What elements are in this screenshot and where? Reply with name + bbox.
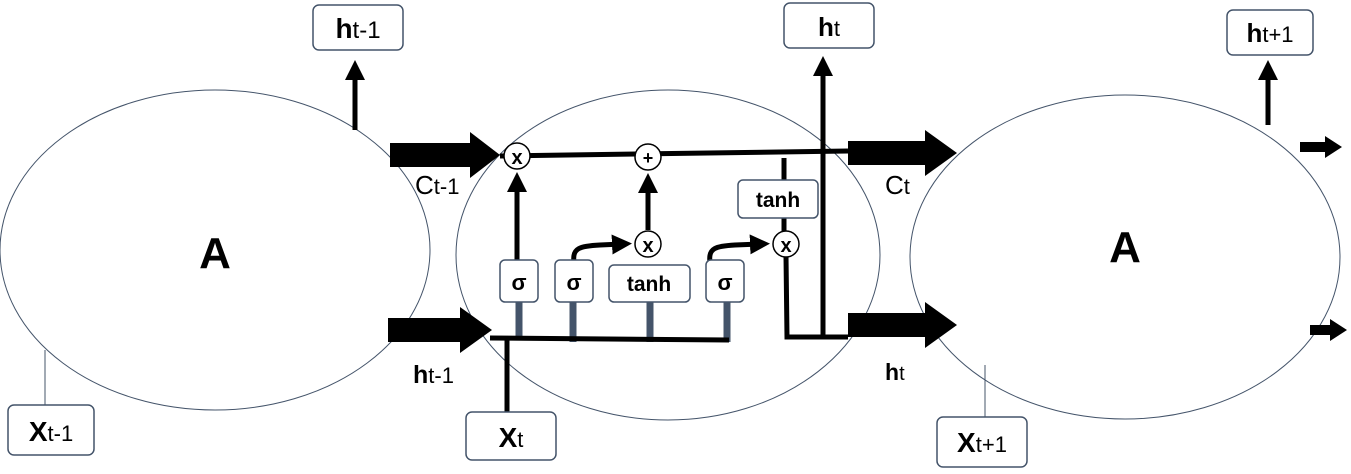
c-curr-arrow (848, 130, 957, 176)
output-prev-box: ht-1 (312, 4, 404, 51)
c-next-arrow (1300, 136, 1342, 158)
input-mult-op: x (634, 230, 662, 258)
candidate-gate: tanh (608, 264, 691, 303)
svg-text:ht-1: ht-1 (335, 13, 380, 44)
c-curr-label: Ct (885, 170, 910, 200)
output-mult-op: x (772, 230, 800, 258)
h-curr-label: ht (885, 359, 905, 385)
svg-text:tanh: tanh (627, 273, 671, 296)
svg-text:Xt-1: Xt-1 (29, 416, 73, 447)
svg-text:σ: σ (717, 270, 732, 295)
svg-text:x: x (780, 235, 791, 257)
c-prev-arrow (390, 132, 500, 178)
output-next-box: ht+1 (1226, 9, 1314, 56)
forget-mult-op: x (503, 142, 531, 170)
add-op: + (634, 143, 662, 171)
svg-text:ht: ht (818, 12, 840, 42)
input-prev-box: Xt-1 (7, 404, 95, 456)
svg-text:ht+1: ht+1 (1246, 18, 1293, 48)
h-out-line (783, 255, 848, 340)
cell-prev-label: A (199, 229, 231, 278)
thick-arrows (388, 130, 1347, 353)
input-next-box: Xt+1 (936, 416, 1028, 468)
svg-text:σ: σ (566, 270, 581, 295)
c-prev-label: Ct-1 (415, 170, 459, 200)
cell-prev (0, 89, 431, 411)
input-gate: σ (554, 259, 594, 303)
svg-text:σ: σ (511, 270, 526, 295)
svg-text:x: x (642, 235, 653, 257)
cell-tanh: tanh (737, 179, 819, 219)
h-next-arrow (1310, 319, 1347, 341)
cell-next (909, 94, 1341, 420)
output-gate: σ (705, 259, 745, 303)
svg-text:Xt: Xt (499, 422, 524, 453)
svg-text:Xt+1: Xt+1 (957, 427, 1007, 458)
h-prev-label: ht-1 (413, 361, 454, 389)
h-curr-arrow (848, 302, 957, 348)
cell-state-line (499, 148, 849, 159)
cell-current (455, 89, 881, 421)
svg-text:+: + (643, 148, 654, 168)
output-gate-arrow (707, 234, 770, 263)
input-curr-box: Xt (465, 411, 557, 461)
input-bus (489, 335, 730, 343)
output-curr-box: ht (783, 2, 875, 49)
input-gate-arrow (571, 234, 632, 263)
svg-text:x: x (511, 147, 522, 169)
h-prev-arrow (388, 307, 492, 353)
forget-gate: σ (499, 259, 539, 303)
svg-text:tanh: tanh (756, 189, 800, 212)
cell-next-label: A (1109, 223, 1141, 272)
